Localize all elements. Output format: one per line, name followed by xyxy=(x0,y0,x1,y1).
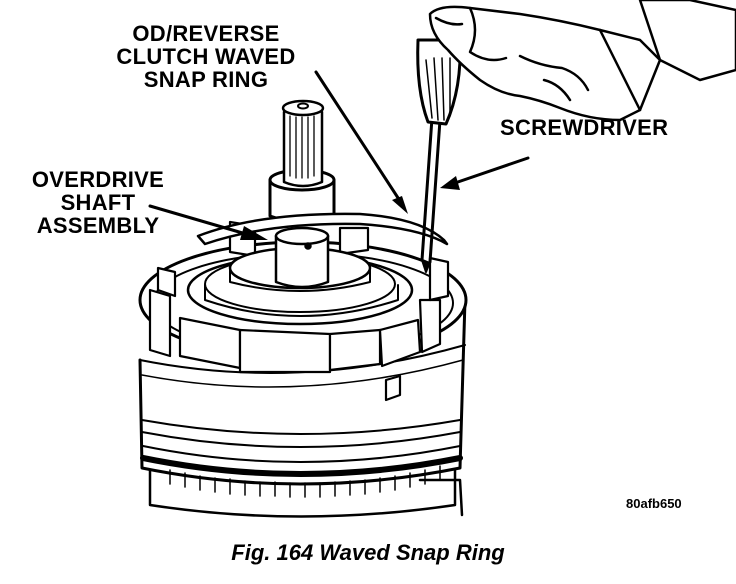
screwdriver-leader xyxy=(450,156,530,186)
arrow-heads xyxy=(240,176,460,240)
overdrive-shaft-leader xyxy=(148,204,248,236)
od-reverse-leader xyxy=(314,70,404,206)
overdrive-shaft-arrowhead xyxy=(240,226,268,240)
callout-screwdriver: SCREWDRIVER xyxy=(500,115,669,140)
clutch-pack xyxy=(186,246,414,326)
figure-code: 80afb650 xyxy=(626,496,682,511)
figure-caption: Fig. 164 Waved Snap Ring xyxy=(231,540,505,565)
callout-line: SHAFT xyxy=(60,190,136,215)
od-reverse-arrowhead xyxy=(392,196,408,214)
callout-line: OVERDRIVE xyxy=(31,167,165,192)
callout-od-reverse-snap-ring: OD/REVERSE CLUTCH WAVED SNAP RING xyxy=(80,22,332,91)
overdrive-shaft xyxy=(268,99,336,289)
screwdriver xyxy=(416,38,462,273)
callout-line: ASSEMBLY xyxy=(36,213,160,238)
callout-line: CLUTCH WAVED xyxy=(116,44,296,69)
leader-arrows xyxy=(148,70,530,236)
waved-snap-ring xyxy=(196,212,449,246)
callout-overdrive-shaft-assembly: OVERDRIVE SHAFT ASSEMBLY xyxy=(4,168,192,237)
callout-line: SNAP RING xyxy=(143,67,269,92)
callout-line: OD/REVERSE xyxy=(132,21,280,46)
screwdriver-arrowhead xyxy=(440,176,460,190)
hand xyxy=(428,0,736,122)
